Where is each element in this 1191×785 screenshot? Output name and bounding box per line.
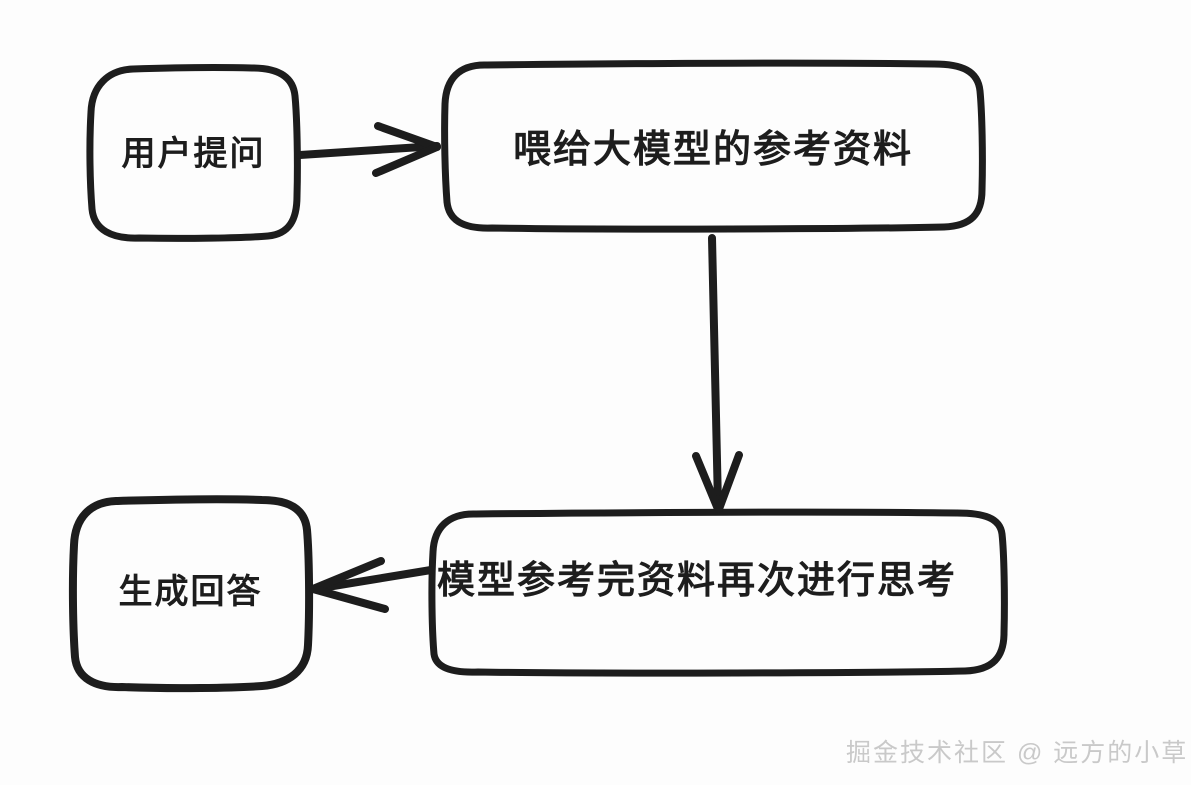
node-label-reference-material: 喂给大模型的参考资料 (512, 129, 913, 171)
node-box-model-rethink[interactable] (428, 508, 1008, 677)
node-label-user-question: 用户提问 (121, 135, 266, 173)
edge-rethink-to-answer (309, 557, 435, 613)
node-label-model-rethink: 模型参考完资料再次进行思考 (437, 560, 958, 602)
node-box-reference-material[interactable] (441, 59, 986, 233)
node-box-generate-answer[interactable] (68, 495, 314, 693)
edge-reference-to-rethink (692, 234, 743, 513)
watermark-text: 掘金技术社区 @ 远方的小草 (846, 739, 1189, 767)
node-box-user-question[interactable] (86, 64, 301, 242)
node-label-generate-answer: 生成回答 (118, 573, 263, 611)
edge-question-to-reference (296, 122, 441, 177)
